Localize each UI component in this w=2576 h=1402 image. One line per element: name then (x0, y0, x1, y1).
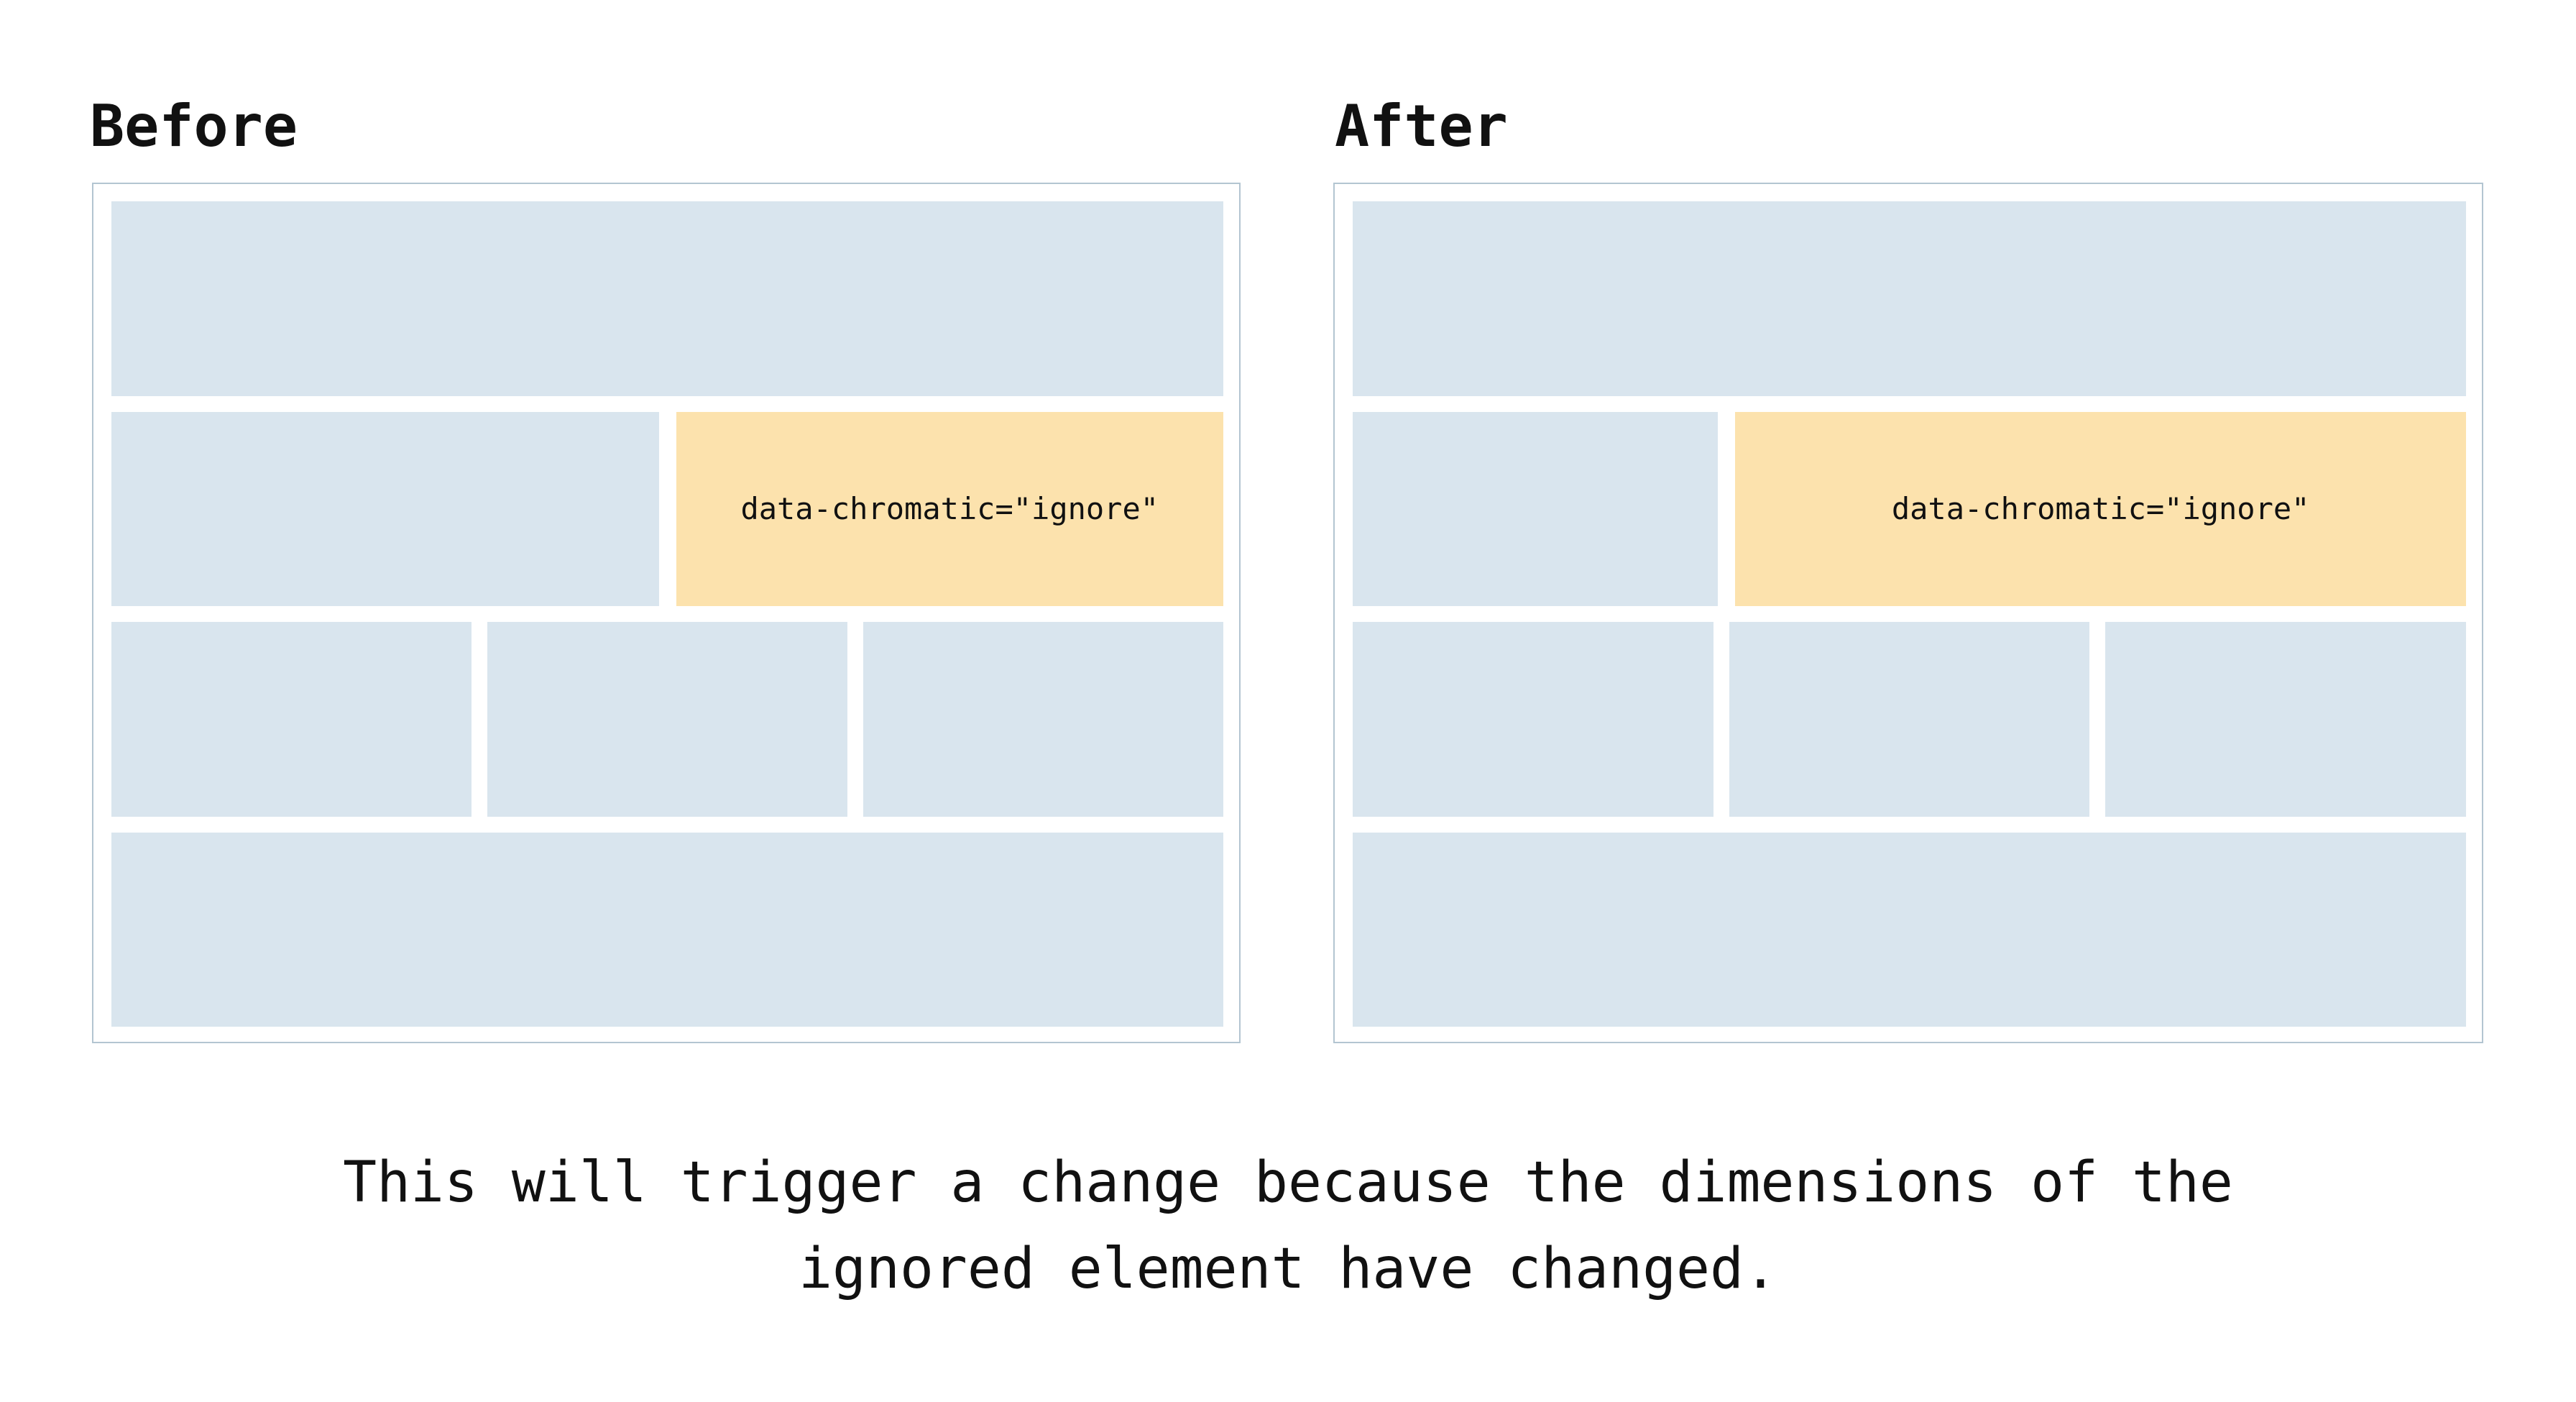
card-placeholder (487, 622, 847, 817)
before-row-3 (111, 622, 1223, 817)
card-placeholder (863, 622, 1223, 817)
before-row-2: data-chromatic="ignore" (111, 411, 1223, 606)
card-placeholder (2105, 622, 2466, 817)
ignored-element: data-chromatic="ignore" (1735, 411, 2466, 606)
after-row-2: data-chromatic="ignore" (1353, 411, 2466, 606)
before-panel: data-chromatic="ignore" (92, 183, 1241, 1043)
after-title: After (1335, 93, 1508, 160)
after-row-3 (1353, 622, 2466, 817)
card-placeholder (111, 622, 472, 817)
footer-placeholder (1353, 832, 2466, 1027)
caption-line-1: This will trigger a change because the d… (343, 1150, 2233, 1215)
caption: This will trigger a change because the d… (0, 1140, 2576, 1312)
content-placeholder (111, 411, 659, 606)
caption-line-2: ignored element have changed. (799, 1237, 1777, 1301)
card-placeholder (1353, 622, 1714, 817)
ignored-element-label: data-chromatic="ignore" (1891, 490, 2310, 526)
card-placeholder (1729, 622, 2090, 817)
header-placeholder (1353, 201, 2466, 396)
content-placeholder (1353, 411, 1719, 606)
ignored-element-label: data-chromatic="ignore" (740, 490, 1159, 526)
ignored-element: data-chromatic="ignore" (676, 411, 1223, 606)
before-title: Before (90, 93, 298, 160)
after-panel: data-chromatic="ignore" (1333, 183, 2483, 1043)
footer-placeholder (111, 832, 1223, 1027)
header-placeholder (111, 201, 1223, 396)
